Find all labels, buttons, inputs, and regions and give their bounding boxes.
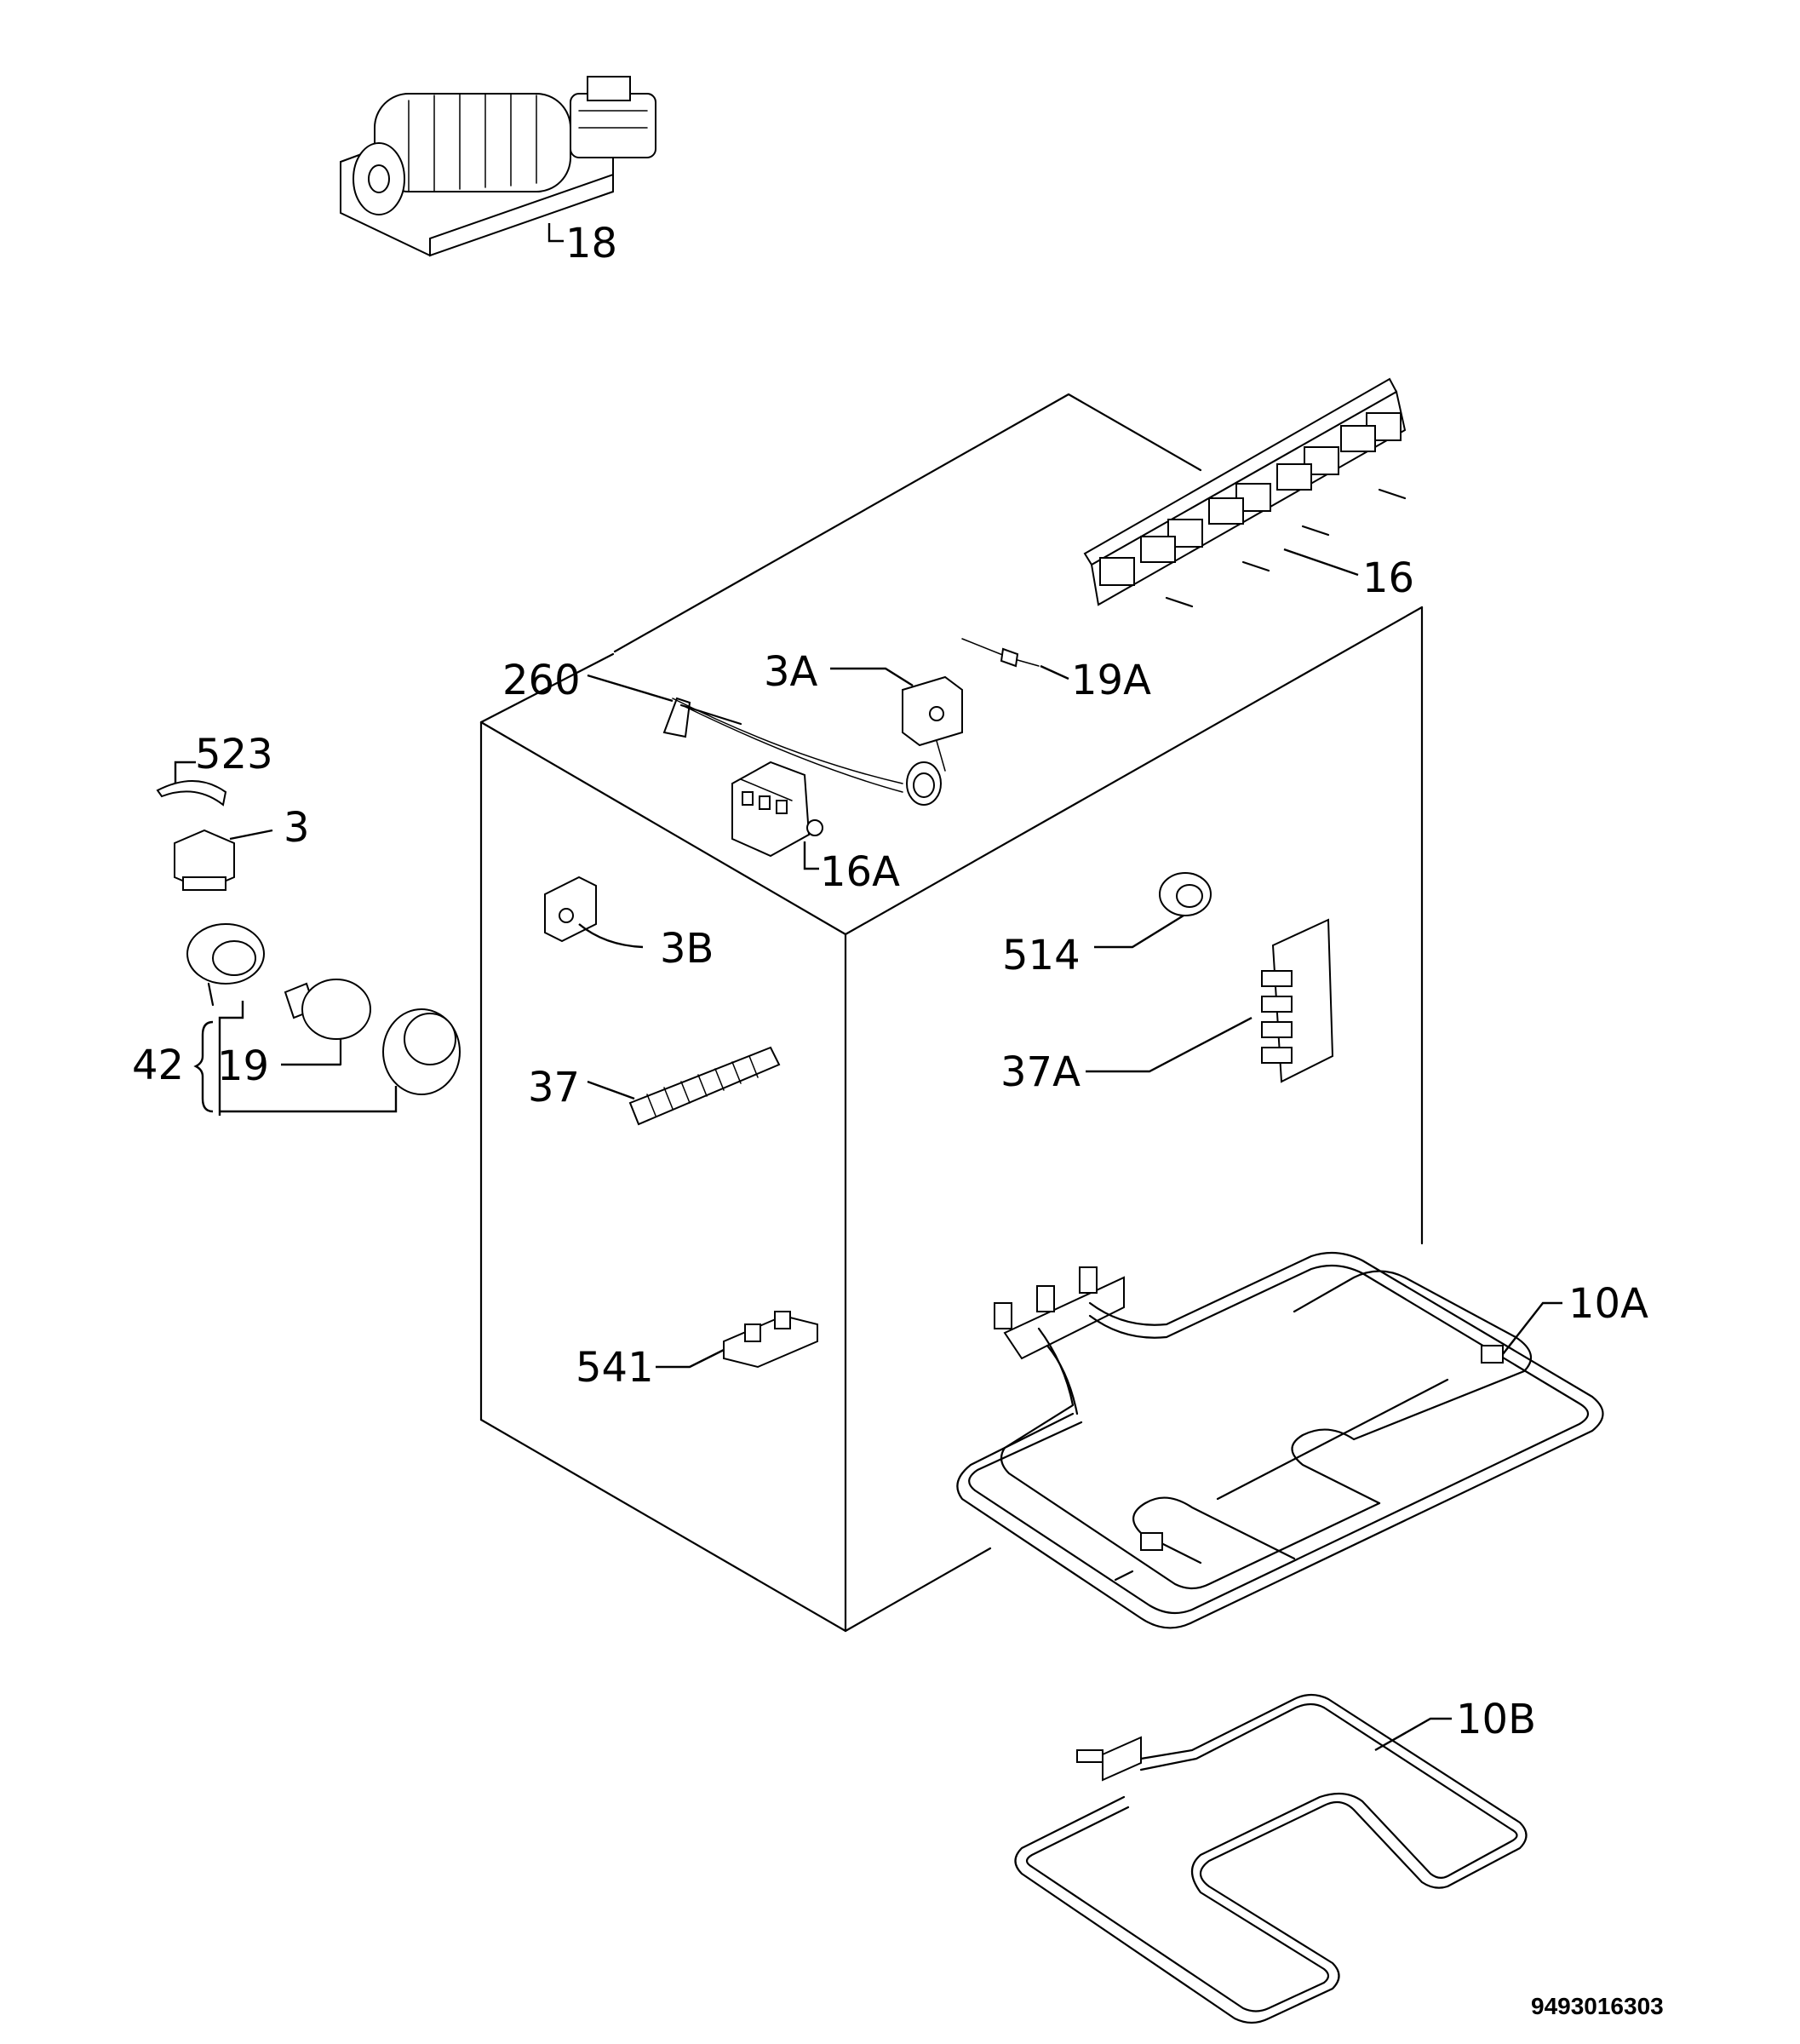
callout-3: 3 [284, 804, 310, 852]
callout-18: 18 [565, 220, 617, 267]
thermostat-3-part [174, 829, 273, 892]
callout-523: 523 [195, 731, 273, 778]
callout-3a: 3A [764, 648, 818, 696]
callout-19: 19 [217, 1042, 269, 1090]
lamp-bracket [193, 1001, 244, 1116]
switch-block-part [1083, 377, 1407, 608]
callout-3b: 3B [660, 925, 714, 973]
terminal-block-37-part [587, 1046, 781, 1126]
callout-16a: 16A [820, 848, 900, 896]
lamp-bulb-part [281, 979, 371, 1066]
callout-37: 37 [528, 1064, 580, 1111]
clip-523-part [156, 761, 227, 807]
bottom-element-10b-part [1014, 1693, 1528, 2024]
thermostat-3b-part [544, 876, 644, 949]
drawing-reference-number: 9493016303 [1531, 1993, 1664, 2019]
switch-16a-part [731, 761, 823, 870]
grommet-514-part [1094, 872, 1212, 949]
thermostat-probe-part [587, 638, 1069, 806]
callout-37a: 37A [1000, 1048, 1081, 1096]
callout-19a: 19A [1071, 657, 1151, 704]
grill-element-10a-part [956, 1251, 1604, 1629]
callout-260: 260 [502, 657, 581, 704]
callout-42: 42 [132, 1042, 184, 1089]
callout-541: 541 [576, 1344, 654, 1392]
callout-514: 514 [1002, 932, 1081, 979]
terminal-block-37a-part [1086, 918, 1334, 1083]
callout-10b: 10B [1456, 1696, 1536, 1743]
lamp-holder-part [186, 923, 265, 1007]
callout-16: 16 [1362, 554, 1414, 602]
connector-541-part [656, 1311, 818, 1369]
lamp-cover-part [220, 1008, 461, 1113]
fan-motor-part [340, 76, 656, 257]
oven-cabinet [479, 393, 1424, 1633]
callout-10a: 10A [1568, 1280, 1648, 1328]
